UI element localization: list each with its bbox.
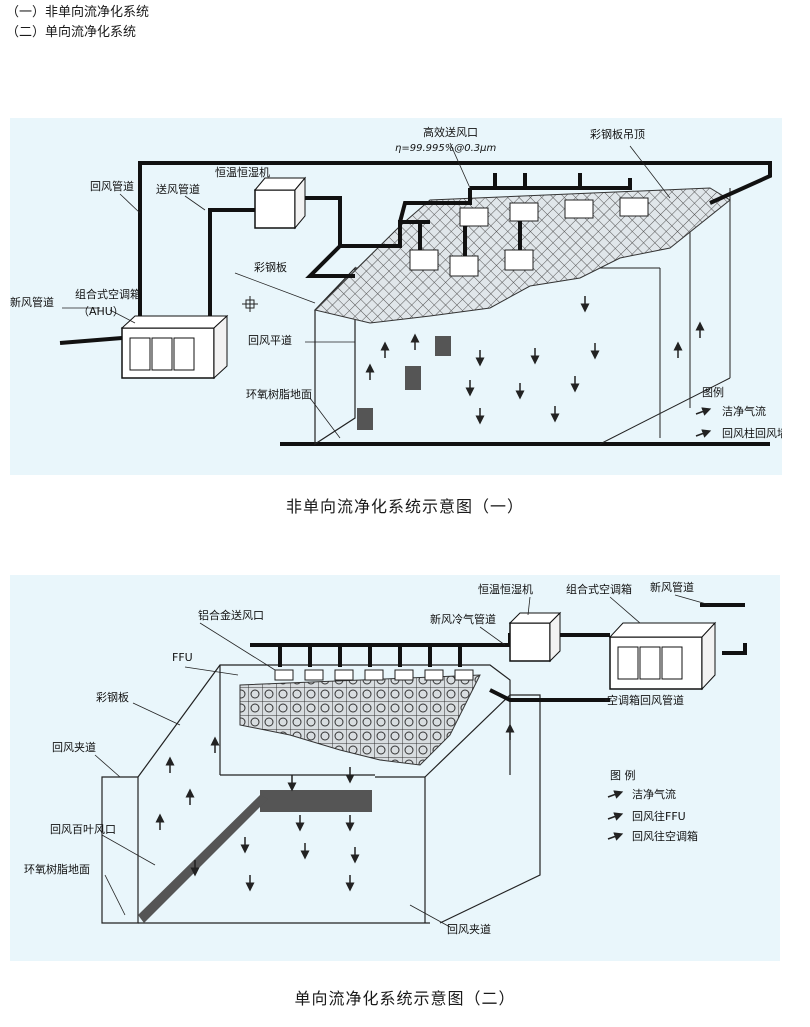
legend-title: 图例 <box>702 385 724 399</box>
label-return-flat: 回风平道 <box>248 333 292 347</box>
thermo-humid-unit-2 <box>509 622 551 662</box>
airflow-arrows <box>365 296 705 425</box>
label-supply-duct: 送风管道 <box>156 182 200 196</box>
diagram-2-svg: 恒温恒湿机 组合式空调箱 新风管道 铝合金送风口 新风冷气管道 FFU 空调箱回… <box>24 580 747 936</box>
legend-item-clean-flow: 洁净气流 <box>722 404 766 418</box>
duct-network <box>59 161 772 345</box>
label-epoxy-floor-2: 环氧树脂地面 <box>24 862 90 876</box>
label-ac-return-duct: 空调箱回风管道 <box>607 693 684 707</box>
heading-nonunidirectional: （一）非单向流净化系统 <box>6 5 150 20</box>
crosshair-icon <box>242 296 258 312</box>
legend-title-2: 图 例 <box>610 768 636 782</box>
label-fresh-cold-duct: 新风冷气管道 <box>430 612 496 626</box>
label-thermo-humid: 恒温恒湿机 <box>215 165 270 179</box>
ahu-unit-2 <box>609 636 703 690</box>
return-louver-band <box>260 790 372 812</box>
label-fresh-duct: 新风管道 <box>10 295 54 309</box>
legend-item-clean-flow-2: 洁净气流 <box>632 787 676 801</box>
label-thermo-humid-2: 恒温恒湿机 <box>478 582 533 596</box>
label-return-interlayer-bottom: 回风夹道 <box>447 922 491 936</box>
label-al-outlet: 铝合金送风口 <box>198 608 264 622</box>
label-return-interlayer: 回风夹道 <box>52 740 96 754</box>
label-color-steel-ceiling: 彩钢板吊顶 <box>590 127 645 141</box>
ffu-ceiling <box>239 674 481 766</box>
left-wall <box>314 266 356 446</box>
legend-item-return-ffu: 回风往FFU <box>632 809 686 823</box>
label-epoxy-floor: 环氧树脂地面 <box>246 387 312 401</box>
label-louver: 回风百叶风口 <box>50 823 116 836</box>
diagram-1-panel: 高效送风口 η=99.995%@0.3μm 彩钢板吊顶 回风管道 恒温恒湿机 送… <box>10 118 788 475</box>
caption-diagram-1: 非单向流净化系统示意图（一） <box>285 497 524 516</box>
legend-item-return: 回风柱回风墙 <box>722 426 782 440</box>
thermo-humid-unit <box>254 189 296 229</box>
label-color-steel: 彩钢板 <box>254 260 287 274</box>
diagram-1-svg: 高效送风口 η=99.995%@0.3μm 彩钢板吊顶 回风管道 恒温恒湿机 送… <box>10 125 788 446</box>
diagram-2-panel: 恒温恒湿机 组合式空调箱 新风管道 铝合金送风口 新风冷气管道 FFU 空调箱回… <box>10 575 780 961</box>
legend-item-return-ac: 回风往空调箱 <box>632 829 698 843</box>
label-combined-ac: 组合式空调箱 <box>75 287 141 301</box>
label-fresh-duct-2: 新风管道 <box>650 580 694 594</box>
label-return-duct: 回风管道 <box>90 179 134 193</box>
caption-diagram-2: 单向流净化系统示意图（二） <box>294 989 516 1008</box>
label-ffu: FFU <box>172 651 193 664</box>
label-high-eff-outlet: 高效送风口 <box>423 125 478 139</box>
heading-unidirectional: （二）单向流净化系统 <box>6 25 137 40</box>
label-ahu: （AHU） <box>78 305 124 318</box>
airflow-arrows-2 <box>155 723 515 892</box>
label-combined-ac-2: 组合式空调箱 <box>566 582 632 596</box>
return-louver <box>357 408 373 430</box>
label-efficiency: η=99.995%@0.3μm <box>395 143 496 154</box>
label-color-steel-2: 彩钢板 <box>96 690 129 704</box>
